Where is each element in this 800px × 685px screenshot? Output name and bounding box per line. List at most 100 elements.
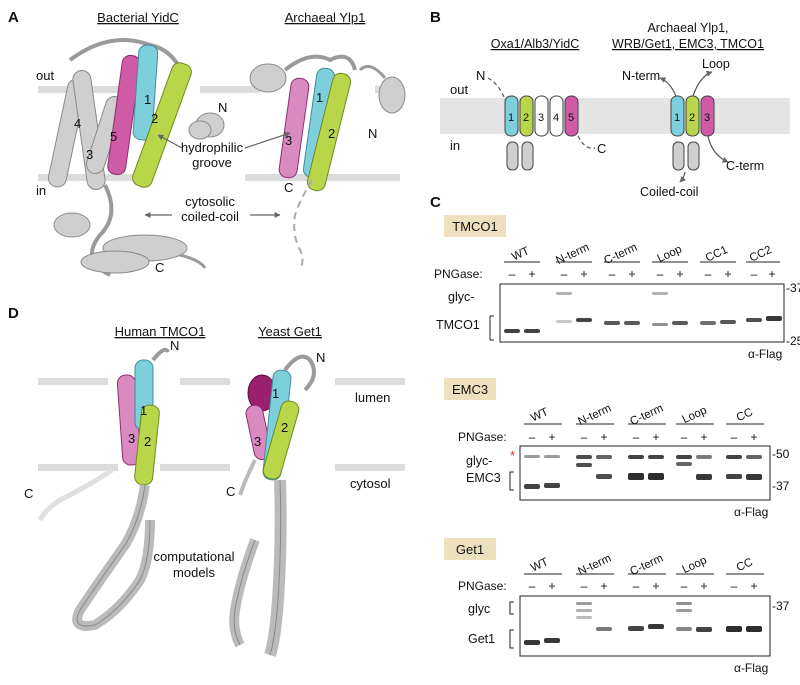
tmco1-plus-5: + [724,267,731,281]
emc3-pngase: PNGase: [458,430,507,444]
emc3-bands [524,455,762,489]
emc3-minus-2: – [581,430,588,444]
yidc-num-1: 1 [144,92,151,107]
oxa-num-3: 3 [538,112,544,124]
get1-n-label: N [316,350,325,365]
tmco1-num-2: 2 [144,434,151,449]
emc3-protein-label: EMC3 [452,382,488,397]
oxa-num-1: 1 [508,112,514,124]
yidc-title: Bacterial YidC [97,10,179,25]
groove-arrow-left [157,134,183,149]
ylp-cterm-arrow [707,135,729,163]
get1-plus-4: + [700,579,707,593]
yidc-num-2: 2 [151,111,158,126]
tmco1-label-box [444,215,506,237]
tmco1-plus-3: + [628,267,635,281]
oxa-c-label: C [597,141,606,156]
get1-lane-cc: CC [735,556,755,574]
groove-label: groove [192,155,232,170]
models-label: models [173,565,215,580]
emc3-plus-4: + [700,430,707,444]
ylp-cterm-label: C-term [726,159,764,173]
out-label-a: out [36,68,54,83]
panel-letter-a: A [8,9,19,26]
get1-label-box [444,538,496,560]
panel-b: B Oxa1/Alb3/YidC Archaeal Ylp1, WRB/Get1… [430,9,790,199]
get1-pngase: PNGase: [458,579,507,593]
tmco1-plus-4: + [676,267,683,281]
get1-minus-1: – [529,579,536,593]
tmco1-minus-4: – [657,267,664,281]
emc3-bracket [509,471,514,491]
tmco1-glyc-label: glyc- [448,290,474,304]
tmco1-plus-1: + [528,267,535,281]
membrane-top-d2 [180,378,230,385]
tmco1-minus-1: – [509,267,516,281]
emc3-antibody: α-Flag [734,505,768,519]
emc3-minus-1: – [529,430,536,444]
in-label-b: in [450,138,460,153]
cytosolic-label: cytosolic [185,194,235,209]
get1-num-1: 1 [272,386,279,401]
ylp-tm2 [685,95,700,137]
tmco1-lane-cc1: CC1 [704,244,730,265]
tmco1-plus-6: + [768,267,775,281]
get1-glyc-label: glyc [468,602,490,616]
emc3-lane-loop: Loop [681,404,709,426]
membrane-top-d1 [38,378,108,385]
oxa-n-label: N [476,68,485,83]
ylp-tm3 [700,95,715,137]
ylp1-num-3: 3 [285,133,292,148]
get1-minus-3: – [633,579,640,593]
tmco1-antibody: α-Flag [748,347,782,361]
ylp-num-3: 3 [704,112,710,124]
membrane-bottom-d1 [38,464,118,471]
get1-marker-37: -37 [772,599,790,613]
ylp1-title: Archaeal Ylp1 [285,10,366,25]
tmco1-c-label: C [24,486,33,501]
tmco1-title: Human TMCO1 [115,324,206,339]
tmco1-minus-5: – [705,267,712,281]
tmco1-num-1: 1 [140,403,147,418]
get1-minus-5: – [731,579,738,593]
panel-letter-b: B [430,9,441,26]
membrane-top-d3 [335,378,405,385]
emc3-band-label: EMC3 [466,471,501,485]
get1-glyc-bracket [509,601,514,615]
lumen-label: lumen [355,390,390,405]
groove-arrow-right [244,131,291,149]
get1-plus-2: + [600,579,607,593]
oxa-tm2 [519,95,534,137]
membrane-bottom-d2 [160,464,230,471]
tmco1-lane-wt: WT [510,245,531,263]
tmco1-n-label: N [170,338,179,353]
get1-title: Yeast Get1 [258,324,322,339]
archaeal-title-line2: WRB/Get1, EMC3, TMCO1 [612,37,764,51]
emc3-marker-50: -50 [772,447,790,461]
blot-emc3: EMC3 WT N-term C-term Loop CC PNGase: – … [444,378,790,519]
tmco1-bands [504,292,782,333]
in-label-a: in [36,183,46,198]
ylp1-n-label: N [368,126,377,141]
out-label-b: out [450,82,468,97]
panel-d: D Human TMCO1 Yeast Get1 lumen cytosol 3… [8,305,405,657]
ylp-loop-arrow [692,70,713,97]
oxa1-title: Oxa1/Alb3/YidC [491,37,579,51]
emc3-plus-3: + [652,430,659,444]
ylp1-tm2 [306,72,352,192]
yidc-tm1 [132,44,159,141]
oxa-tm4 [549,95,564,137]
tmco1-pngase: PNGase: [434,267,483,281]
yidc-n-label: N [218,100,227,115]
ylp-cc-arrow [679,171,686,183]
ylp-num-1: 1 [674,112,680,124]
yidc-num-3: 3 [86,147,93,162]
tmco1-num-3: 3 [128,431,135,446]
emc3-lane-cc: CC [735,406,755,424]
get1-minus-2: – [581,579,588,593]
ylp1-structure [249,54,406,114]
yidc-tm5 [107,54,141,176]
ylp-loop-label: Loop [702,57,730,71]
ylp-cc2 [687,141,700,171]
